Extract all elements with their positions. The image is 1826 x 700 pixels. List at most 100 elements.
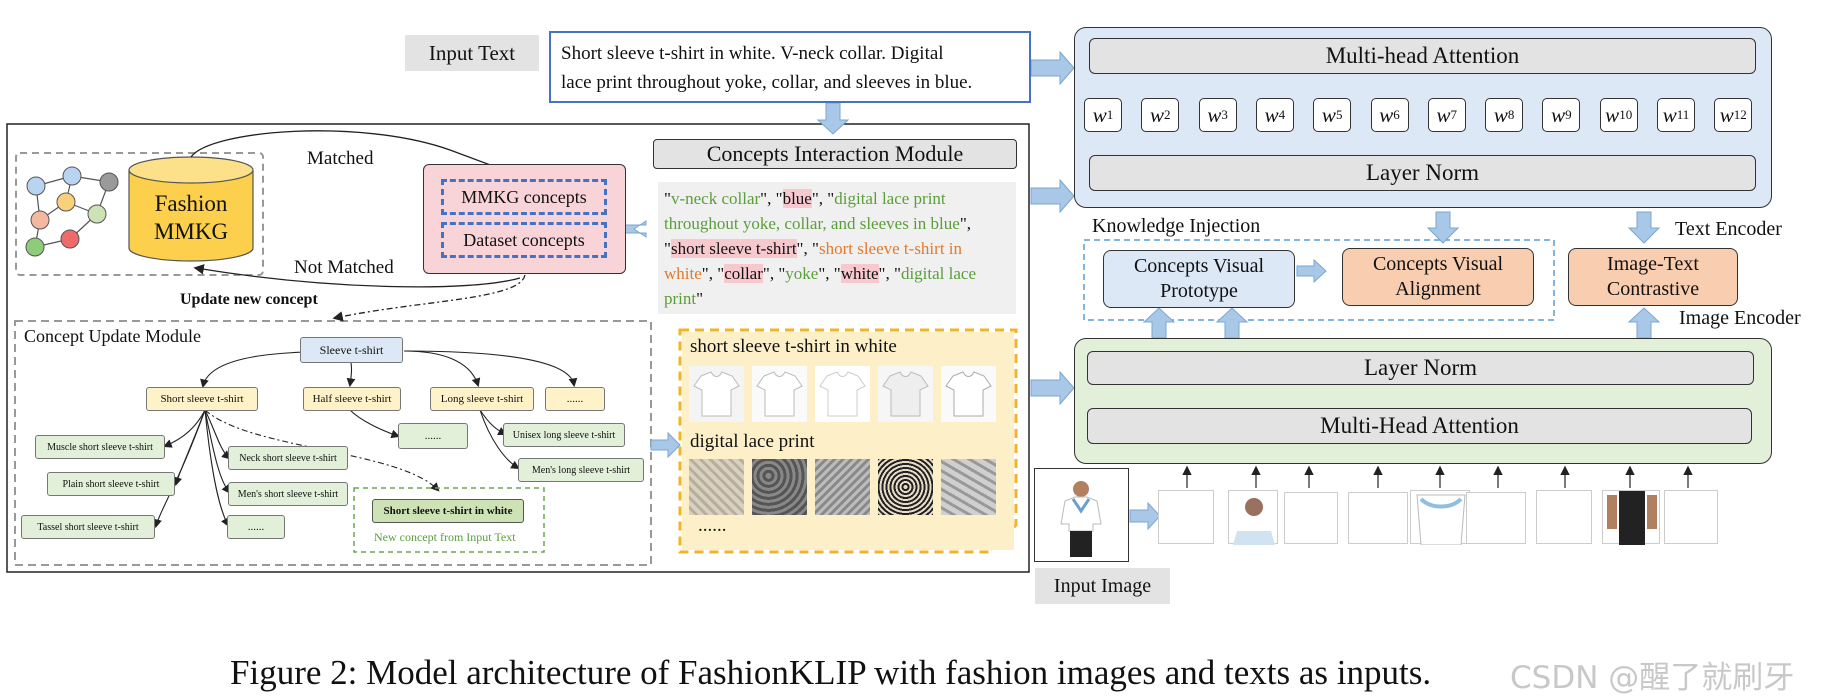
input-text-line1: Short sleeve t-shirt in white. V-neck co… — [561, 43, 944, 64]
tree-node-short: Short sleeve t-shirt — [146, 387, 258, 411]
weight-subscript: 5 — [1335, 107, 1343, 122]
not-matched-label: Not Matched — [294, 257, 394, 278]
image-patch-1 — [1158, 490, 1214, 544]
image-patch-9 — [1664, 490, 1718, 544]
lace-image-2 — [752, 459, 807, 515]
image-text-contrastive: Image-Text Contrastive — [1568, 248, 1738, 306]
concept-item: "digital lace print" — [664, 264, 976, 308]
arrow-down-2 — [1426, 211, 1460, 244]
concept-item: "yoke", — [778, 264, 834, 283]
arrow-right-1 — [1030, 50, 1075, 86]
knowledge-injection-label: Knowledge Injection — [1092, 215, 1261, 237]
lace-image-1 — [689, 459, 744, 515]
mmkg-label-line2: MMKG — [153, 219, 229, 244]
concept-item-text: blue — [782, 189, 812, 208]
tshirt-image-3 — [815, 366, 870, 422]
input-image — [1034, 468, 1129, 562]
weight-subscript: 7 — [1450, 107, 1458, 122]
tree-leaf-tassel: Tassel short sleeve t-shirt — [21, 515, 155, 539]
tree-leaf-plain: Plain short sleeve t-shirt — [47, 472, 175, 496]
new-concept-caption: New concept from Input Text — [374, 530, 516, 544]
arrow-right-6 — [1296, 258, 1327, 284]
concept-item-text: short sleeve t-shirt in white — [664, 239, 963, 283]
weight-subscript: 11 — [1676, 107, 1690, 122]
arrow-right-2 — [1030, 178, 1075, 214]
tree-node-more: ...... — [545, 387, 605, 411]
tree-leaf-mens-short: Men's short sleeve t-shirt — [228, 482, 348, 506]
tree-leaf-mens-long: Men's long sleeve t-shirt — [518, 458, 644, 482]
prototype-ellipsis: ...... — [698, 515, 727, 536]
concept-item-text: digital lace print throughout yoke, coll… — [664, 189, 960, 233]
image-patch-8 — [1602, 490, 1660, 545]
arrow-right-3 — [1030, 370, 1075, 406]
concept-item-text: white — [840, 264, 879, 283]
weight-subscript: 6 — [1393, 107, 1400, 122]
tshirt-image-5 — [941, 366, 996, 422]
weight-subscript: 9 — [1565, 107, 1572, 122]
concept-item-text: short sleeve t-shirt — [670, 239, 797, 258]
image-encoder-label: Image Encoder — [1679, 307, 1801, 329]
cva-line2: Alignment — [1395, 278, 1481, 300]
lace-image-5 — [941, 459, 996, 515]
concept-item-text: v-neck collar — [670, 189, 761, 208]
input-text-label: Input Text — [405, 35, 539, 71]
text-encoder-label: Text Encoder — [1675, 218, 1782, 240]
itc-line2: Contrastive — [1606, 278, 1700, 300]
mmkg-label-line1: Fashion — [154, 191, 228, 216]
weight-subscript: 8 — [1507, 107, 1515, 122]
concepts-box: MMKG concepts Dataset concepts — [423, 164, 626, 274]
arrow-up-1 — [1142, 307, 1176, 339]
mmkg-concepts: MMKG concepts — [441, 179, 607, 215]
itc-line1: Image-Text — [1607, 253, 1699, 275]
concept-item: "blue", — [775, 189, 828, 208]
image-patch-7 — [1536, 490, 1592, 544]
tree-root: Sleeve t-shirt — [300, 337, 403, 363]
tree-leaf-neck: Neck short sleeve t-shirt — [228, 446, 348, 470]
matched-label: Matched — [307, 148, 374, 169]
arrow-right-4 — [1129, 501, 1161, 531]
image-patch-2 — [1228, 490, 1278, 545]
arrow-down-3 — [1627, 211, 1661, 244]
concept-item: "short sleeve t-shirt", — [664, 239, 812, 258]
cum-title: Concept Update Module — [24, 326, 201, 346]
arrow-up-2 — [1215, 307, 1249, 339]
concept-item-text: digital lace print — [664, 264, 976, 308]
update-new-concept-label: Update new concept — [180, 291, 318, 308]
database-icon — [128, 156, 254, 262]
concept-list: "v-neck collar", "blue", "digital lace p… — [658, 182, 1016, 314]
tree-node-half: Half sleeve t-shirt — [303, 387, 401, 411]
image-encoder-layer-norm: Layer Norm — [1087, 351, 1754, 385]
image-patch-5 — [1410, 490, 1470, 546]
image-patch-4 — [1348, 492, 1408, 544]
prototype-label-lace: digital lace print — [690, 431, 815, 452]
weight-subscript: 2 — [1164, 107, 1171, 122]
concept-item: "v-neck collar", — [664, 189, 776, 208]
image-encoder-mha: Multi-Head Attention — [1087, 408, 1752, 444]
dataset-concepts: Dataset concepts — [441, 222, 607, 258]
tree-leaf-unisex: Unisex long sleeve t-shirt — [503, 423, 625, 447]
cvp-line2: Prototype — [1160, 280, 1238, 302]
cva-line1: Concepts Visual — [1372, 253, 1504, 275]
weight-subscript: 12 — [1733, 107, 1747, 122]
weight-subscript: 10 — [1619, 107, 1633, 122]
input-image-label: Input Image — [1035, 568, 1170, 604]
concepts-visual-alignment: Concepts Visual Alignment — [1342, 248, 1534, 306]
arrow-left-1 — [623, 220, 647, 238]
weight-subscript: 3 — [1221, 107, 1228, 122]
mmkg-label: Fashion MMKG — [129, 190, 253, 246]
concept-item: "short sleeve t-shirt in white", — [664, 239, 963, 283]
cvp-line1: Concepts Visual — [1133, 255, 1265, 277]
arrow-right-5 — [650, 431, 681, 459]
tshirt-image-1 — [689, 366, 744, 422]
model-photo — [1060, 481, 1102, 557]
figure-caption: Figure 2: Model architecture of FashionK… — [230, 653, 1432, 692]
